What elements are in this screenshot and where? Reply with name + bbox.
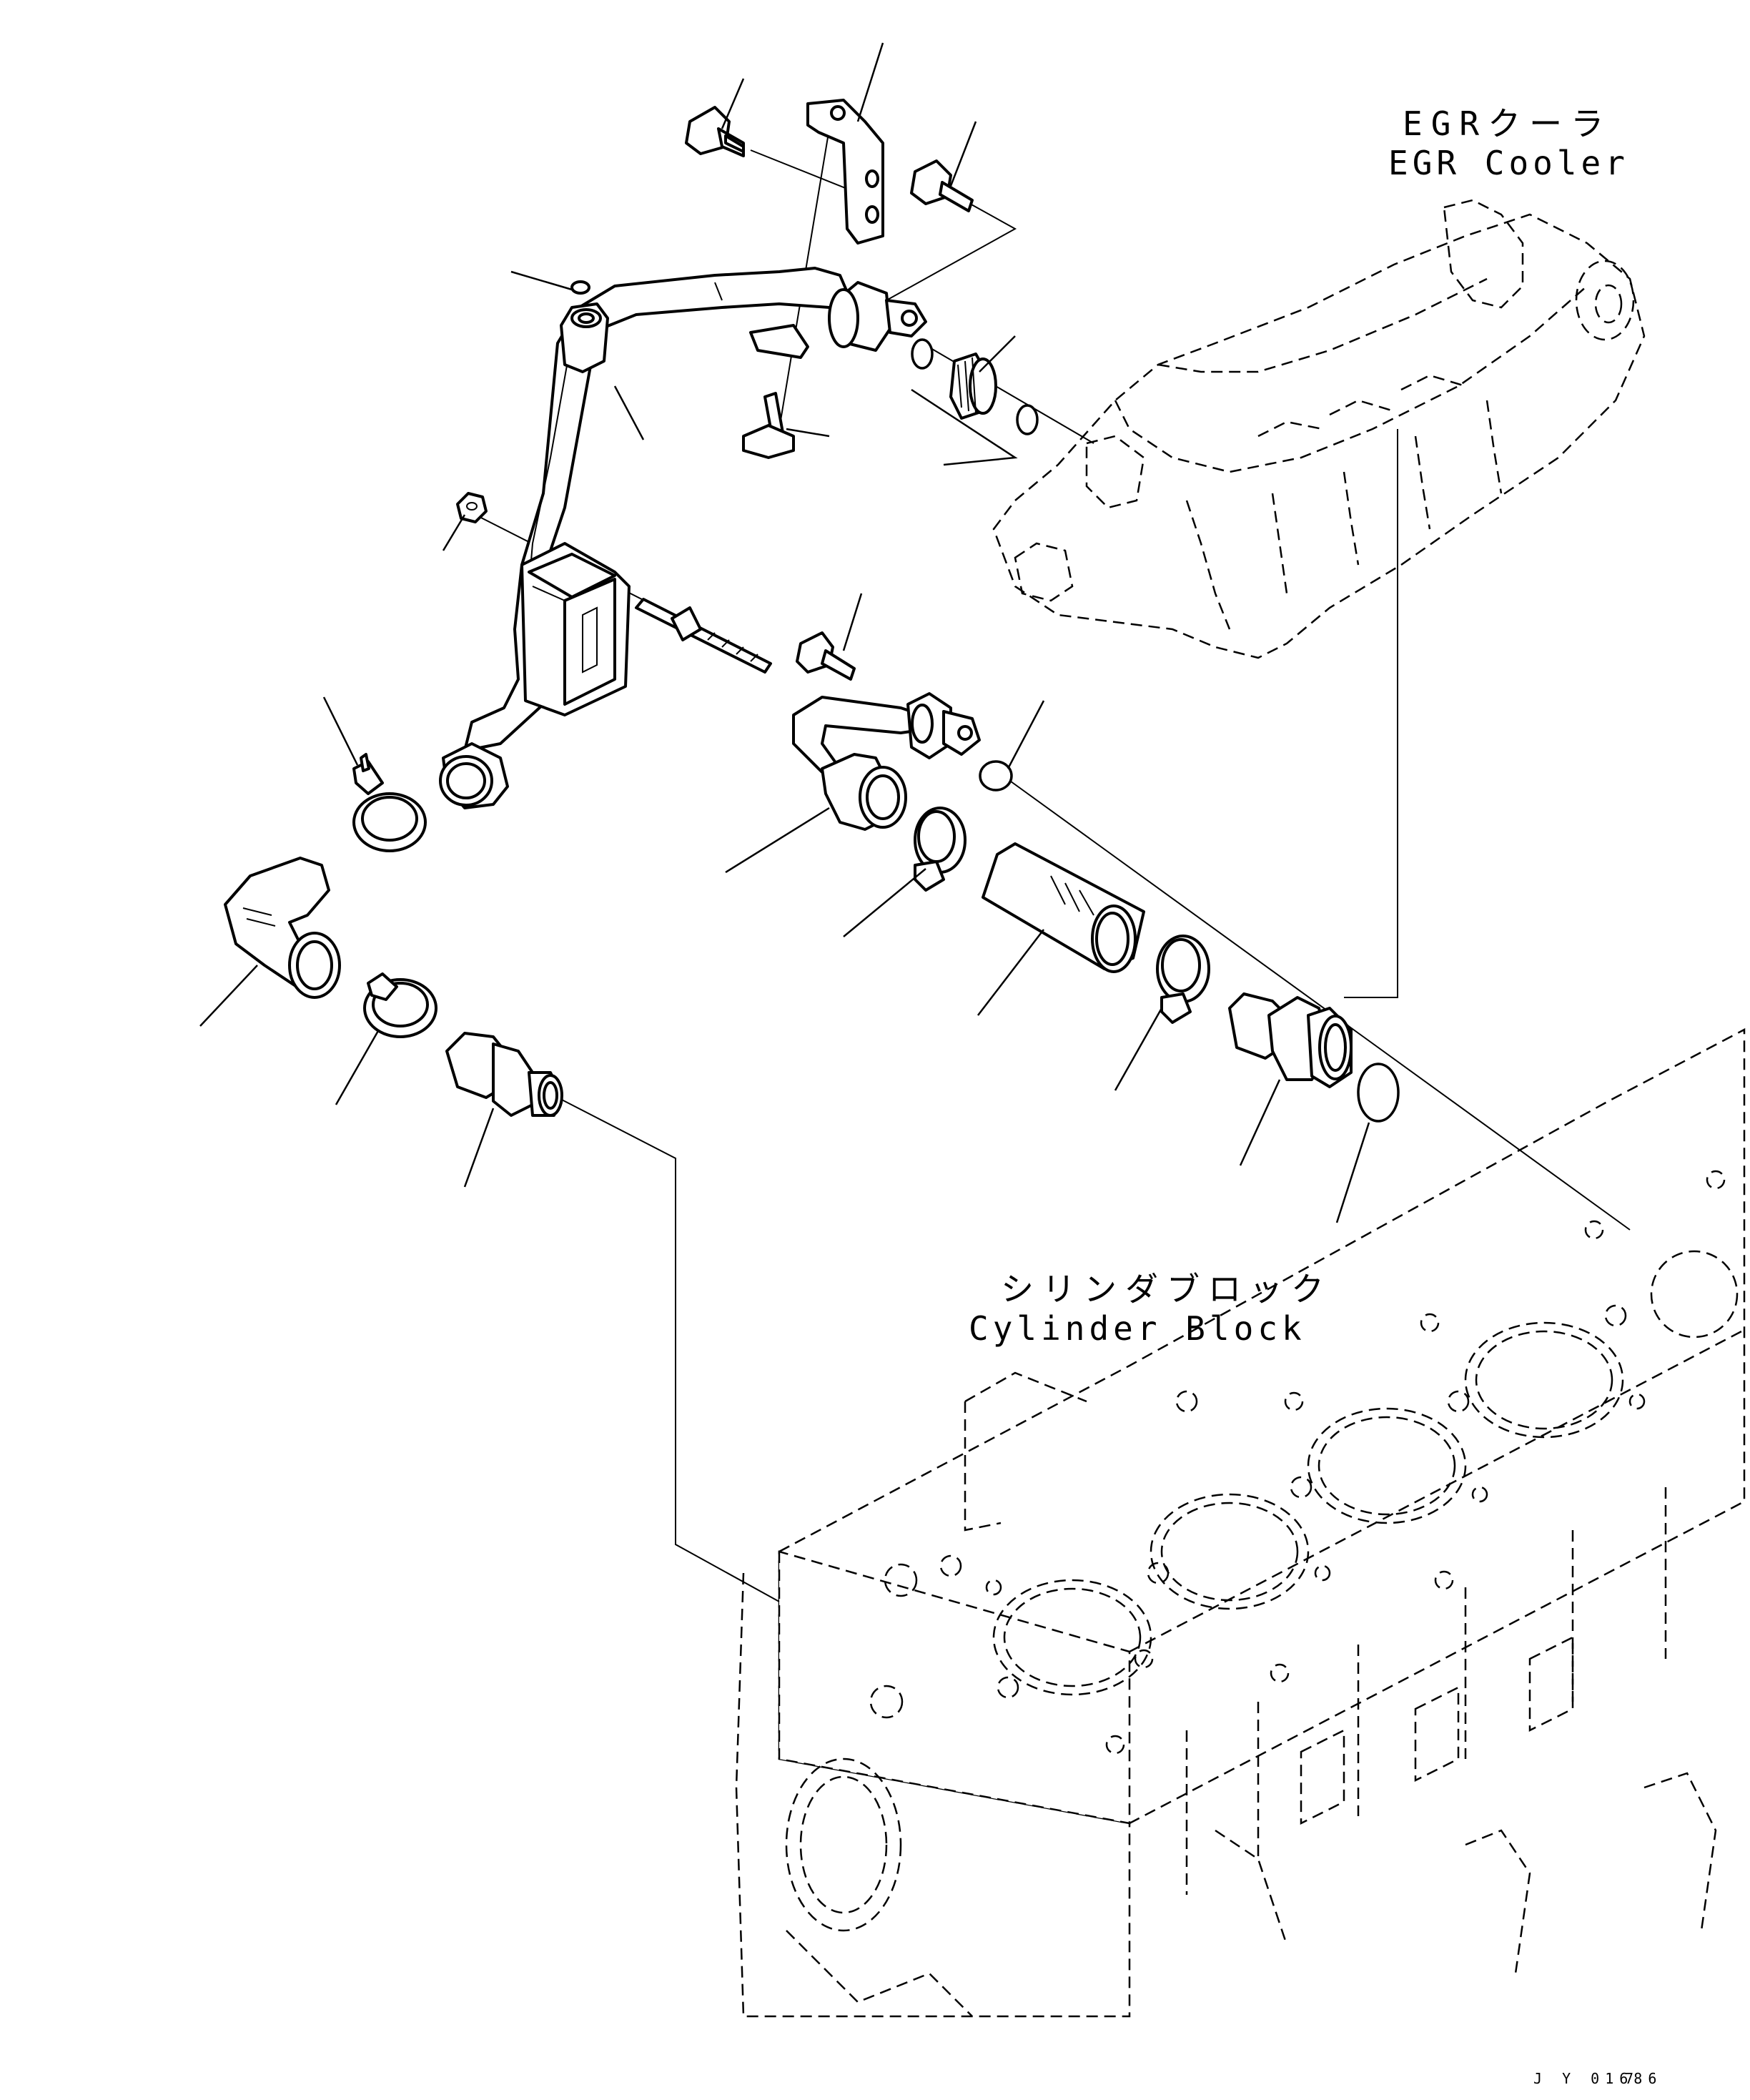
drawing-sheet: 7 bbox=[1625, 2070, 1640, 2087]
small-washer bbox=[570, 280, 590, 295]
cylinder-block-outline bbox=[735, 1027, 1746, 2018]
flange-bolt-1 bbox=[685, 106, 745, 157]
hose-clamp-3 bbox=[352, 753, 427, 852]
hose-clamp-4 bbox=[363, 972, 438, 1038]
flange-bolt-4 bbox=[796, 631, 856, 681]
egr-cooler-label-en: EGR Cooler bbox=[1388, 144, 1629, 182]
cylinder-block-label-en: Cylinder Block bbox=[969, 1309, 1306, 1348]
egr-cooler-outline bbox=[992, 199, 1646, 659]
hex-connector-2 bbox=[445, 1032, 563, 1117]
flange-bolt-2 bbox=[910, 159, 974, 212]
cylinder-block-label-ja: シリンダブロック bbox=[1001, 1270, 1333, 1308]
hose-clamp-1 bbox=[914, 807, 967, 892]
o-ring-3 bbox=[979, 760, 1013, 792]
hose-clamp-2 bbox=[1156, 935, 1210, 1024]
o-ring-4 bbox=[1357, 1063, 1400, 1123]
leader-lines bbox=[199, 42, 1370, 1223]
straight-hose bbox=[982, 842, 1145, 973]
hex-connector-1 bbox=[1228, 992, 1353, 1088]
stud-bolt bbox=[635, 598, 772, 674]
mounting-bracket bbox=[806, 99, 884, 245]
drawing-code: J Y 01686 bbox=[1533, 2070, 1663, 2087]
pipe-clamp-block bbox=[520, 542, 631, 716]
o-ring-1 bbox=[911, 338, 934, 370]
o-ring-2 bbox=[1016, 404, 1039, 435]
flange-bolt-3 bbox=[742, 392, 795, 459]
egr-cooler-label-ja: EGRクーラ bbox=[1403, 104, 1613, 143]
connector-sleeve bbox=[949, 353, 997, 420]
elbow-hose bbox=[224, 857, 341, 999]
u-tube-pipe bbox=[792, 692, 981, 831]
